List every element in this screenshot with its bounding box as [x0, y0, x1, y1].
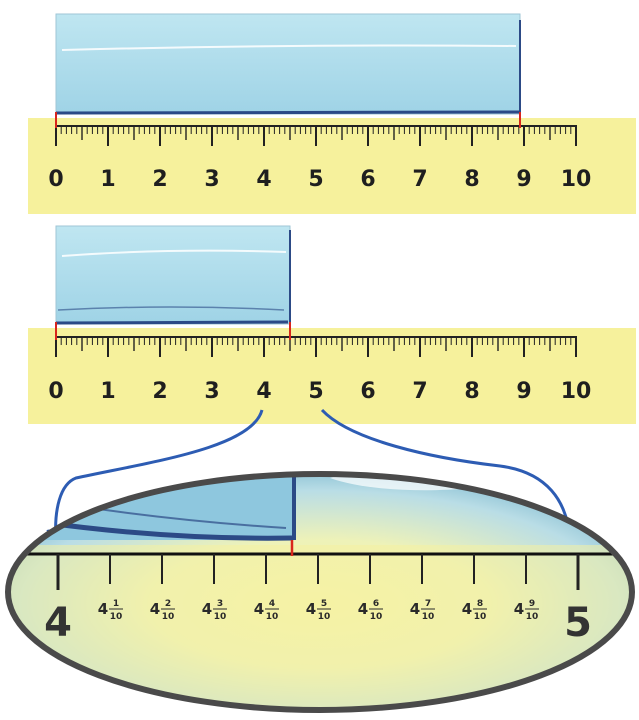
top-ruler-label: 5	[308, 167, 323, 192]
fraction-denominator: 10	[526, 612, 539, 622]
top-ruler-label: 9	[516, 167, 531, 192]
fraction-whole: 4	[98, 600, 108, 618]
top-object-highlight	[61, 44, 517, 51]
top-ruler-label: 6	[360, 167, 375, 192]
lens-label-start: 4	[44, 600, 72, 646]
top-ruler-panel: 0 1 2 3 4 5 6 7 8 9 10	[28, 13, 636, 214]
middle-ruler-label: 7	[412, 379, 427, 404]
middle-ruler-labels: 0 1 2 3 4 5 6 7 8 9 10	[48, 379, 591, 404]
middle-ruler-label: 8	[464, 379, 479, 404]
middle-ruler-label: 9	[516, 379, 531, 404]
fraction-whole: 4	[410, 600, 420, 618]
middle-object-highlight	[61, 249, 287, 257]
fraction-whole: 4	[150, 600, 160, 618]
top-ruler-label: 7	[412, 167, 427, 192]
fraction-numerator: 5	[321, 599, 327, 609]
top-ruler-label: 4	[256, 167, 271, 192]
middle-ruler-label: 10	[561, 379, 592, 404]
fraction-denominator: 10	[266, 612, 279, 622]
lens-ruler-strip	[8, 545, 632, 710]
middle-ruler-label: 2	[152, 379, 167, 404]
fraction-whole: 4	[306, 600, 316, 618]
lens-ruler-ticks	[56, 554, 580, 590]
fraction-denominator: 10	[370, 612, 383, 622]
middle-ruler-label: 1	[100, 379, 115, 404]
top-ruler-labels: 0 1 2 3 4 5 6 7 8 9 10	[48, 167, 591, 192]
fraction-numerator: 7	[425, 599, 431, 609]
top-object-bottom-edge	[55, 110, 521, 115]
fraction-denominator: 10	[318, 612, 331, 622]
fraction-whole: 4	[514, 600, 524, 618]
top-ruler-label: 8	[464, 167, 479, 192]
fraction-denominator: 10	[110, 612, 123, 622]
fraction-numerator: 1	[113, 599, 119, 609]
middle-ruler-label: 0	[48, 379, 63, 404]
fraction-numerator: 2	[165, 599, 171, 609]
fraction-whole: 4	[254, 600, 264, 618]
middle-ruler-label: 5	[308, 379, 323, 404]
middle-ruler-ticks	[55, 337, 577, 357]
lens-rim	[5, 471, 635, 713]
lens-object-bottom-edge	[39, 519, 293, 541]
fraction-numerator: 9	[529, 599, 535, 609]
fraction-denominator: 10	[422, 612, 435, 622]
fraction-denominator: 10	[214, 612, 227, 622]
middle-ruler-panel: 0 1 2 3 4 5 6 7 8 9 10	[28, 225, 636, 424]
middle-ruler-label: 6	[360, 379, 375, 404]
fraction-numerator: 6	[373, 599, 379, 609]
middle-ruler-label: 3	[204, 379, 219, 404]
zoom-arrow-left	[46, 409, 264, 548]
middle-object-bottom-edge	[55, 320, 289, 325]
fraction-numerator: 3	[217, 599, 223, 609]
top-ruler-label: 0	[48, 167, 63, 192]
fraction-whole: 4	[358, 600, 368, 618]
fraction-numerator: 4	[269, 599, 275, 609]
zoom-arrow-right	[320, 408, 579, 550]
top-object-block	[55, 13, 521, 115]
top-ruler-label: 10	[561, 167, 592, 192]
fraction-whole: 4	[202, 600, 212, 618]
fraction-whole: 4	[462, 600, 472, 618]
fraction-denominator: 10	[474, 612, 487, 622]
fraction-denominator: 10	[162, 612, 175, 622]
top-ruler-label: 2	[152, 167, 167, 192]
top-ruler-ticks	[55, 126, 577, 146]
lens-label-end: 5	[564, 600, 592, 646]
middle-ruler-label: 4	[256, 379, 271, 404]
fraction-numerator: 8	[477, 599, 483, 609]
middle-object-shadow-edge	[57, 306, 285, 311]
top-ruler-label: 3	[204, 167, 219, 192]
top-ruler-label: 1	[100, 167, 115, 192]
